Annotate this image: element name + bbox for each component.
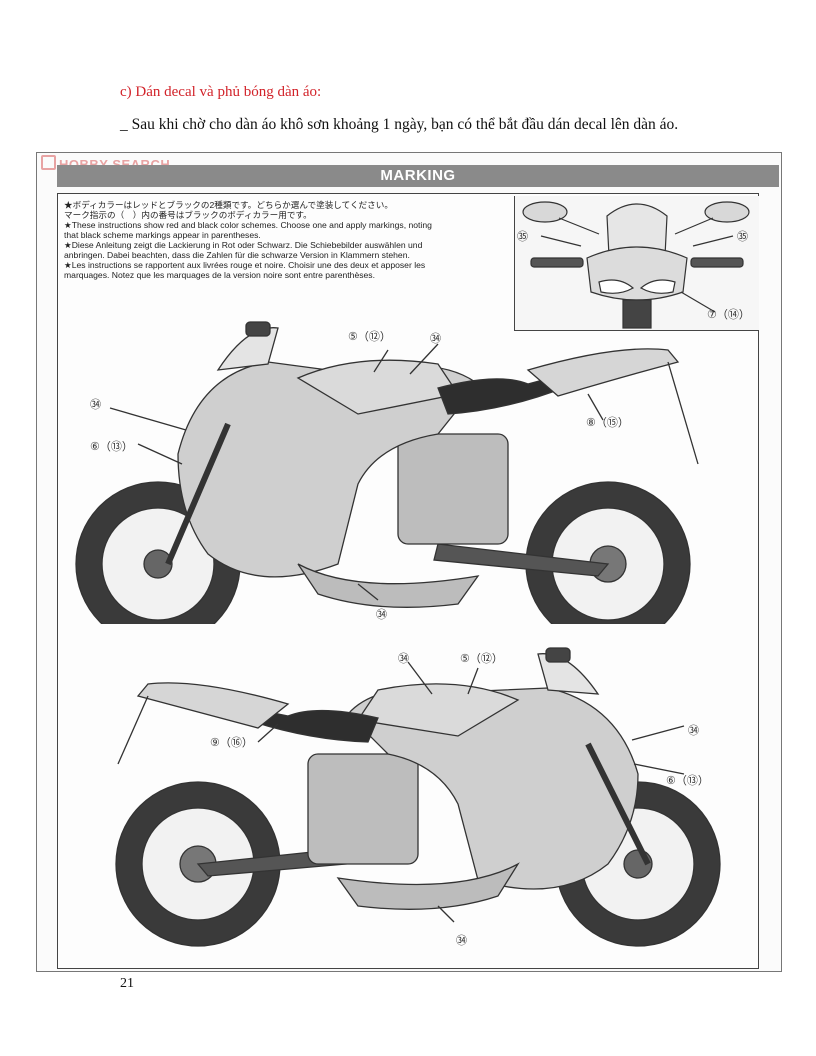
bike-side-view-1	[75, 321, 699, 624]
callout-bike2-front-lower: ⑥（⑬）	[666, 775, 709, 787]
callout-bike2-bottom: ㉞	[456, 935, 467, 947]
callout-inset-right: ㉟	[737, 231, 748, 243]
callout-bike2-front: ㉞	[688, 725, 699, 737]
marking-title-bar: MARKING	[57, 165, 779, 187]
callout-bike1-front-lower: ⑥（⑬）	[90, 441, 133, 453]
callout-inset-left: ㉟	[517, 231, 528, 243]
instruction-fr: ★Les instructions se rapportent aux livr…	[64, 260, 426, 280]
hobby-search-logo-icon	[41, 155, 56, 170]
callout-bike1-top-right: ㉞	[430, 333, 441, 345]
marking-panel: ★ボディカラーはレッドとブラックの2種類です。どちらか選んで塗装してください。 …	[57, 193, 759, 969]
callout-inset-bottom: ⑦（⑭）	[707, 309, 750, 321]
front-view-illustration	[522, 201, 750, 329]
instructions-text: ★ボディカラーはレッドとブラックの2種類です。どちらか選んで塗装してください。 …	[64, 200, 432, 280]
section-heading: c) Dán decal và phủ bóng dàn áo:	[120, 84, 322, 100]
marking-instruction-scan: HOBBY SEARCH MARKING ★ボディカラーはレッドとブラックの2種…	[36, 152, 782, 972]
callout-bike1-front: ㉞	[90, 399, 101, 411]
callout-bike1-bottom: ㉞	[376, 609, 387, 621]
callout-bike2-top: ⑤（⑫）	[460, 653, 503, 665]
front-view-inset: ㉟ ㉟ ⑦（⑭）	[514, 196, 759, 331]
instruction-jp-2: マーク指示の（ ）内の番号はブラックのボディカラー用です。	[64, 210, 312, 220]
callout-bike1-top: ⑤（⑫）	[348, 331, 391, 343]
page-number: 21	[120, 976, 134, 991]
callout-bike1-tail: ⑧（⑮）	[586, 417, 629, 429]
body-paragraph: _ Sau khi chờ cho dàn áo khô sơn khoảng …	[120, 116, 679, 133]
instruction-de: ★Diese Anleitung zeigt die Lackierung in…	[64, 240, 423, 260]
callout-bike2-top-left: ㉞	[398, 653, 409, 665]
instruction-jp-1: ★ボディカラーはレッドとブラックの2種類です。どちらか選んで塗装してください。	[64, 200, 393, 210]
instruction-en: ★These instructions show red and black c…	[64, 220, 432, 240]
bike-side-view-2	[115, 647, 721, 947]
callout-bike2-tail: ⑨（⑯）	[210, 737, 253, 749]
